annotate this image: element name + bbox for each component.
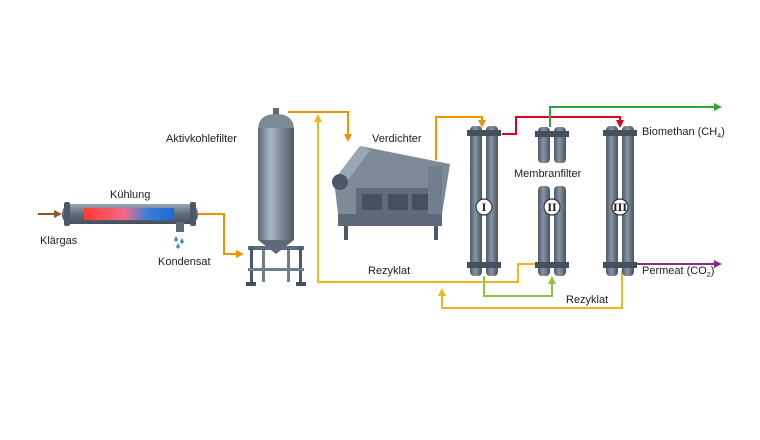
flow-rezyklat-2: [438, 270, 623, 309]
biomethan-subscript: 4: [717, 133, 721, 140]
label-rezyklat-1: Rezyklat: [368, 265, 410, 277]
stage-numeral-2: II: [547, 203, 557, 214]
permeat-subscript: 2: [707, 272, 711, 279]
membrane-module-3: [603, 126, 637, 276]
label-permeat: Permeat (CO2): [642, 265, 714, 279]
label-biomethan: Biomethan (CH4): [642, 126, 725, 140]
label-membranfilter: Membranfilter: [514, 168, 582, 180]
flow-rezyklat-1: [314, 114, 538, 283]
stage-numeral-1: I: [482, 203, 487, 214]
membrane-module-2: [535, 127, 569, 276]
label-aktivkohlefilter: Aktivkohlefilter: [166, 133, 237, 145]
flow-membrane-1-to-2: [483, 276, 556, 297]
activated-carbon-filter: [246, 108, 306, 286]
flow-compressor-to-membrane-1: [435, 116, 486, 160]
flow-membrane-1-to-3: [502, 116, 624, 135]
stage-numeral-3: III: [613, 203, 627, 214]
label-rezyklat-2: Rezyklat: [566, 294, 608, 306]
flow-cooler-to-carbon-filter: [198, 213, 244, 258]
label-kuehlung: Kühlung: [110, 189, 150, 201]
label-verdichter: Verdichter: [372, 133, 422, 145]
flow-biomethan-out: [549, 103, 722, 127]
label-kondensat: Kondensat: [158, 256, 211, 268]
label-klaergas: Klärgas: [40, 235, 78, 247]
compressor-unit: [332, 146, 450, 240]
membrane-module-1: [467, 126, 501, 276]
flow-carbon-filter-to-compressor: [288, 111, 352, 142]
cooler-unit: [62, 202, 198, 249]
